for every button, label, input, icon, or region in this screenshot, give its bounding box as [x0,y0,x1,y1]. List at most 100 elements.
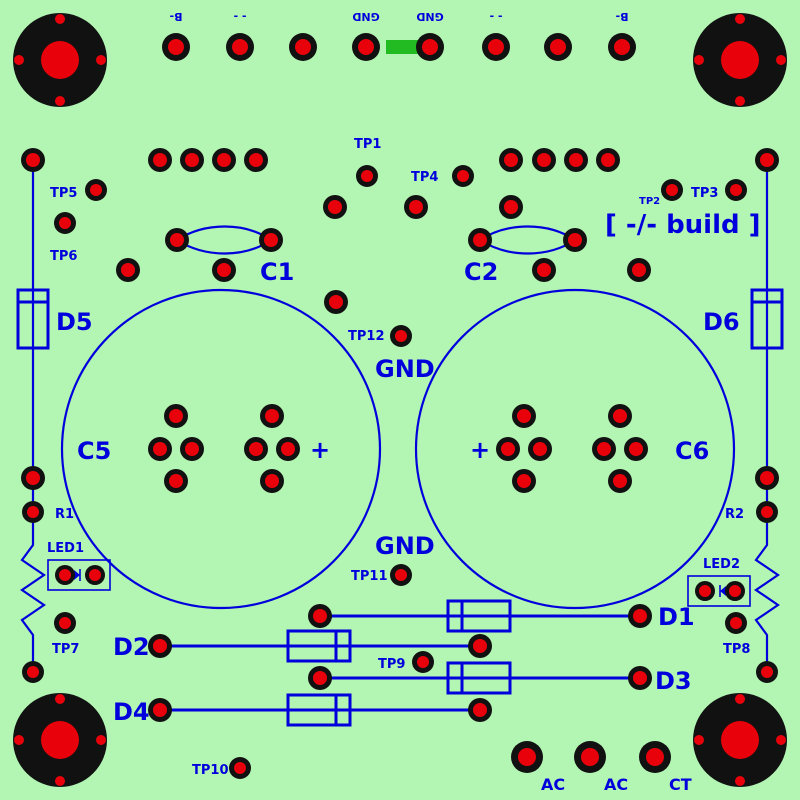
pad [281,442,295,456]
label-r2: R2 [725,507,744,522]
label-led2: LED2 [703,557,740,572]
label-gnd-top: GND [375,355,435,383]
pad [153,442,167,456]
pad [232,39,248,55]
pad [601,153,615,167]
pad [358,39,374,55]
mounting-hole-bottom-left [13,693,107,787]
pad [533,442,547,456]
pad [59,217,71,229]
mounting-hole-top-left [13,13,107,107]
pad [27,506,39,518]
pad [153,639,167,653]
pad [217,263,231,277]
label-c5: C5 [77,437,111,465]
label-d6: D6 [703,308,740,336]
pad [264,233,278,247]
pad [153,703,167,717]
pad [473,233,487,247]
pad [329,295,343,309]
pad [646,748,664,766]
pad [537,153,551,167]
label-tp12: TP12 [348,329,385,344]
pad [581,748,599,766]
label-tp5: TP5 [50,186,77,201]
pad [473,703,487,717]
pad [170,233,184,247]
pad [613,474,627,488]
pad [597,442,611,456]
label-tp9: TP9 [378,657,405,672]
pad [168,39,184,55]
diode-d6-body [750,288,784,350]
led2-outline [687,575,751,607]
pad [760,471,774,485]
pad [409,200,423,214]
label-tp3: TP3 [691,186,718,201]
pads [21,33,779,779]
pad [265,474,279,488]
pad [488,39,504,55]
diode-d1-body [446,599,512,633]
pad [501,442,515,456]
resistor-r2-outline [754,478,780,672]
pad [90,184,102,196]
header-label: - - [490,10,503,23]
label-ac-2: AC [604,775,628,794]
label-plus-right: + [470,436,490,464]
pad [632,263,646,277]
pad [537,263,551,277]
label-plus-left: + [310,436,330,464]
pad [457,170,469,182]
pad [121,263,135,277]
pad [26,153,40,167]
diode-d2-body [286,629,352,663]
pad [730,184,742,196]
pad [761,506,773,518]
pad [265,409,279,423]
build-label: [ -/- build ] [605,210,761,240]
pad [417,656,429,668]
pad [568,233,582,247]
pad [422,39,438,55]
pad [633,609,647,623]
label-r1: R1 [55,507,74,522]
pad [89,569,101,581]
header-label: B- [616,10,629,23]
mounting-hole-bottom-right [693,693,787,787]
pad [59,617,71,629]
silkscreen-labels: C1 C2 C5 C6 D5 D6 D1 D2 D3 D4 R1 R2 LED1… [47,137,761,794]
label-tp10: TP10 [192,763,229,778]
label-tp11: TP11 [351,569,388,584]
pad [760,153,774,167]
pad [569,153,583,167]
pad [313,609,327,623]
pad [504,200,518,214]
resistor-r1-outline [20,478,46,672]
label-ac-1: AC [541,775,565,794]
diode-d4-body [286,693,352,727]
pad [59,569,71,581]
diode-d3-body [446,661,512,695]
pad [629,442,643,456]
led1-outline [47,559,111,591]
label-tp7: TP7 [52,642,79,657]
pad [517,474,531,488]
pad [730,617,742,629]
label-led1: LED1 [47,541,84,556]
pad [313,671,327,685]
pad [613,409,627,423]
pad [217,153,231,167]
capacitor-c5-outline [60,288,382,610]
pad [169,474,183,488]
label-d5: D5 [56,308,93,336]
pad [666,184,678,196]
header-label: B- [170,10,183,23]
header-labels: B- - - GND GND - - B- [170,10,629,23]
label-d3: D3 [655,667,692,695]
diode-d5-body [16,288,50,350]
pad [518,748,536,766]
header-label: - - [234,10,247,23]
